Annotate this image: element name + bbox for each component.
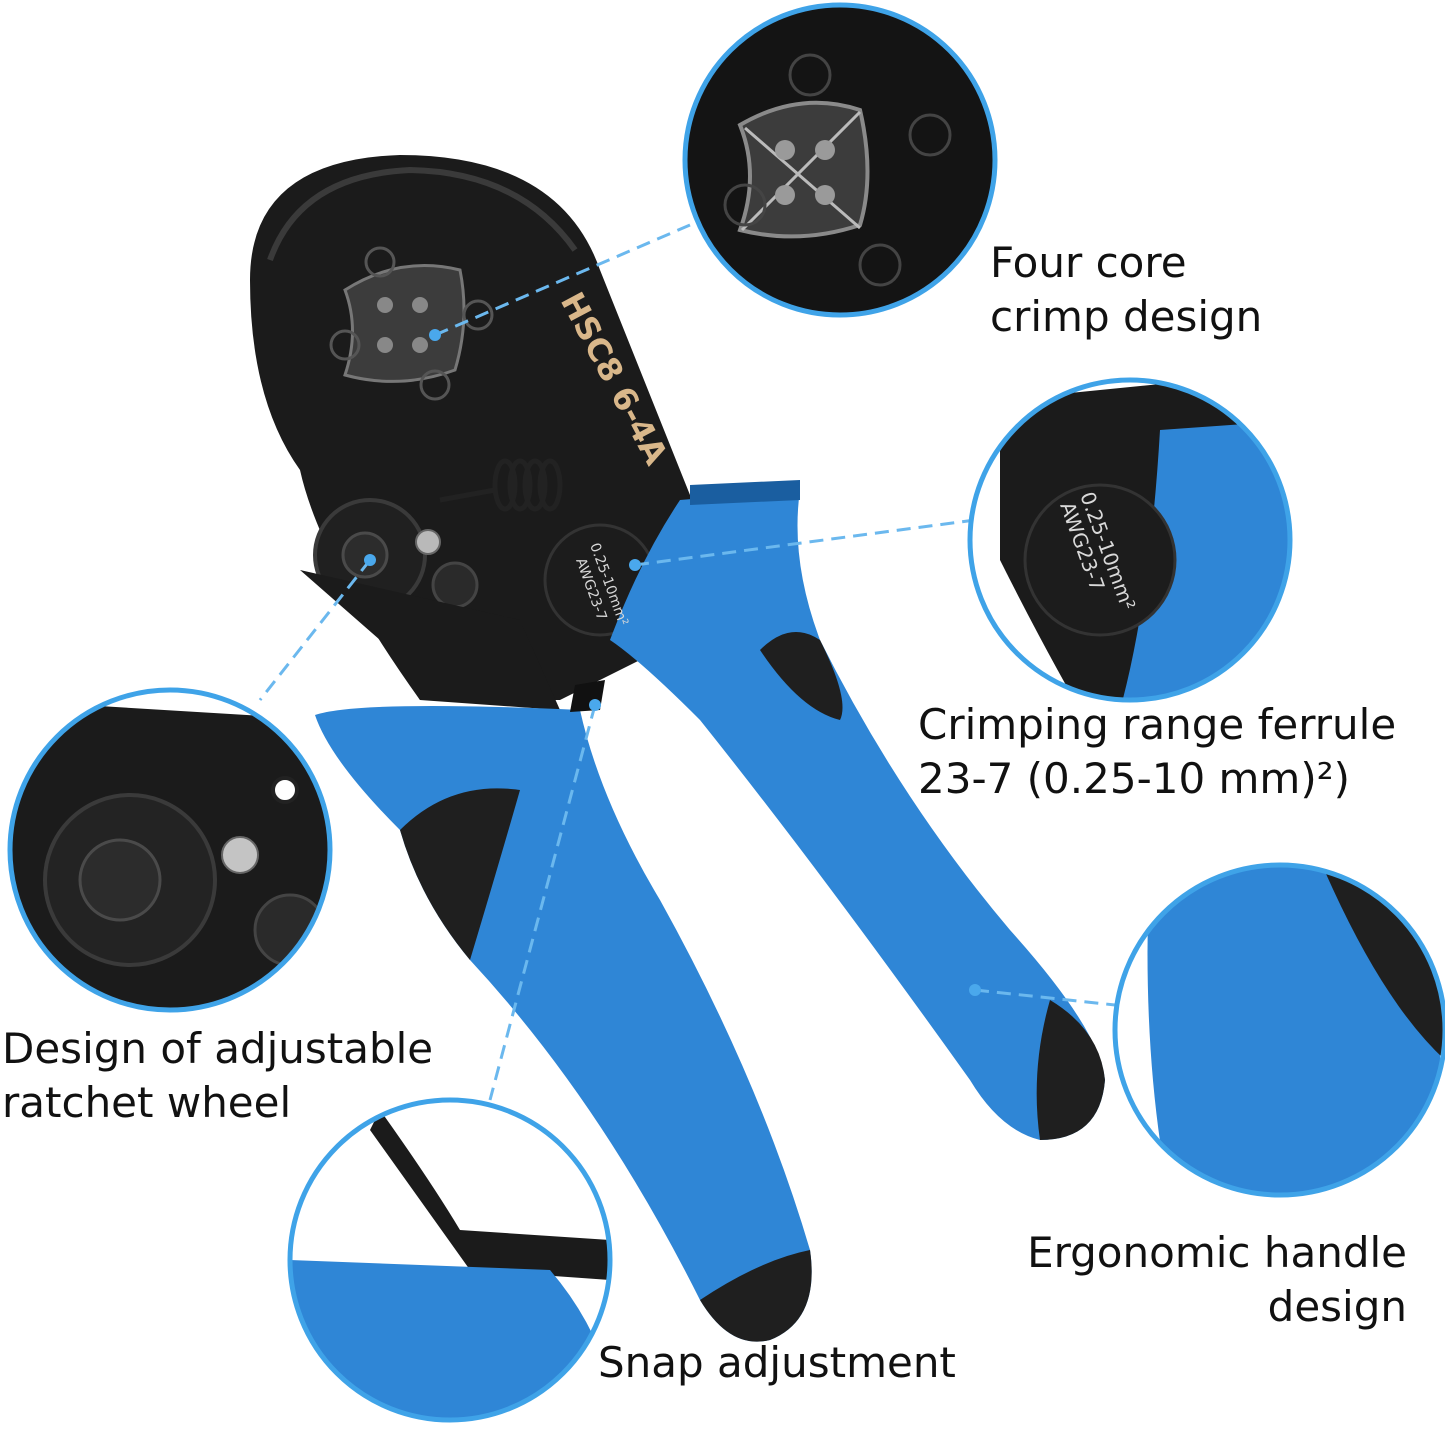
zoom-ratchet-closeup bbox=[7, 687, 333, 1013]
callout-ratchet-line2: ratchet wheel bbox=[2, 1078, 292, 1127]
zoom-die-closeup bbox=[682, 2, 998, 318]
callout-crimping-range-line1: Crimping range ferrule bbox=[918, 700, 1397, 749]
leader-lines bbox=[258, 223, 1116, 1101]
leader-dots bbox=[364, 329, 981, 996]
right-handle bbox=[610, 490, 1105, 1140]
callout-ratchet-line1: Design of adjustable bbox=[2, 1024, 434, 1073]
zoom-snap-closeup bbox=[287, 1097, 613, 1423]
zoom-marking-closeup bbox=[967, 377, 1293, 703]
callout-ratchet: Design of adjustable ratchet wheel bbox=[2, 1022, 433, 1130]
callout-ergonomic-line1: Ergonomic handle bbox=[1027, 1228, 1407, 1277]
callout-four-core-line1: Four core bbox=[990, 238, 1187, 287]
callout-snap-line1: Snap adjustment bbox=[598, 1338, 956, 1387]
crimping-tool bbox=[250, 155, 1105, 1342]
callout-crimping-range: Crimping range ferrule 23-7 (0.25-10 mm)… bbox=[918, 698, 1396, 806]
callout-four-core-line2: crimp design bbox=[990, 292, 1263, 341]
callout-crimping-range-line2: 23-7 (0.25-10 mm)²) bbox=[918, 754, 1350, 803]
callout-ergonomic: Ergonomic handle design bbox=[1027, 1226, 1407, 1334]
callout-ergonomic-line2: design bbox=[1267, 1282, 1407, 1331]
spring bbox=[439, 458, 563, 512]
callout-snap: Snap adjustment bbox=[598, 1336, 956, 1390]
crimp-die bbox=[329, 246, 494, 401]
zoom-handle-closeup bbox=[1112, 862, 1445, 1198]
callout-four-core: Four core crimp design bbox=[990, 236, 1262, 344]
